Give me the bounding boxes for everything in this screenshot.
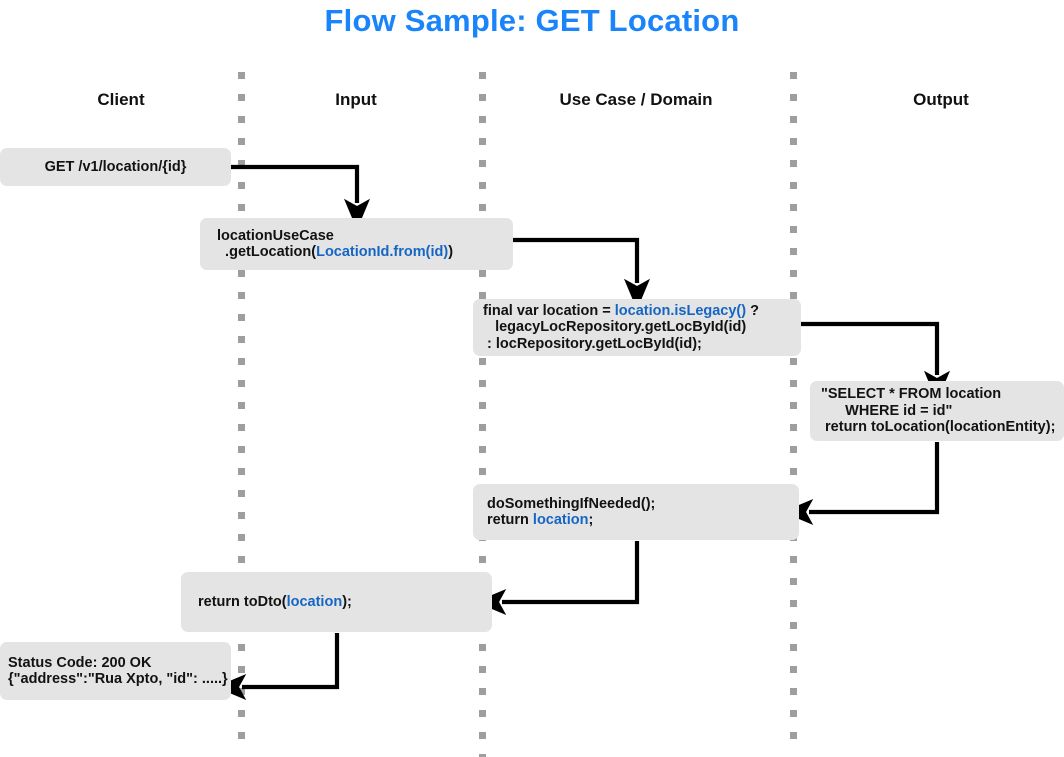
column-header-client: Client xyxy=(97,90,145,109)
code-text: locationUseCase xyxy=(217,227,334,244)
code-keyword: LocationId.from(id) xyxy=(316,244,449,260)
code-line: {"address":"Rua Xpto, "id": .....} xyxy=(8,671,231,688)
node-to-dto: return toDto(location); xyxy=(181,572,492,632)
code-line: return toDto(location); xyxy=(198,594,492,611)
code-text: return toLocation(locationEntity); xyxy=(821,419,1056,436)
code-text: Status Code: 200 OK xyxy=(8,654,152,671)
client-input-lifeline xyxy=(238,72,245,747)
code-line: WHERE id = id" xyxy=(821,403,1064,420)
code-line: final var location = location.isLegacy()… xyxy=(483,303,801,320)
code-text: .getLocation( xyxy=(217,244,317,260)
node-response: Status Code: 200 OK{"address":"Rua Xpto,… xyxy=(0,642,231,700)
code-line: locationUseCase xyxy=(217,228,513,245)
code-text: : locRepository.getLocById(id); xyxy=(483,335,702,352)
code-line: return location; xyxy=(487,512,799,529)
code-text: final var location = xyxy=(483,302,615,319)
code-text: return toDto( xyxy=(198,593,287,610)
arrow-domain-return xyxy=(475,541,640,616)
code-text: "SELECT * FROM location xyxy=(821,386,1002,403)
arrow-usecase-to-domain xyxy=(513,237,651,310)
arrow-repository-return xyxy=(782,442,940,526)
usecase-output-lifeline xyxy=(790,72,797,747)
code-text: WHERE id = id" xyxy=(821,402,953,419)
code-line: : locRepository.getLocById(id); xyxy=(483,336,801,353)
arrow-request-to-usecase xyxy=(231,164,371,230)
node-domain-logic: final var location = location.isLegacy()… xyxy=(473,299,801,356)
node-request: GET /v1/location/{id} xyxy=(0,148,231,186)
code-keyword: location xyxy=(532,512,589,528)
page-title: Flow Sample: GET Location xyxy=(324,3,740,38)
input-usecase-lifeline xyxy=(479,72,486,757)
code-text: return xyxy=(487,512,533,528)
node-repository: "SELECT * FROM location WHERE id = id" r… xyxy=(810,381,1064,441)
code-text: ; xyxy=(588,512,594,528)
column-header-output: Output xyxy=(913,90,969,109)
column-header-input: Input xyxy=(335,90,377,109)
arrow-dto-to-response xyxy=(215,633,340,701)
arrow-domain-to-repository xyxy=(801,321,951,402)
code-keyword: location xyxy=(286,593,343,610)
node-use-case-call: locationUseCase .getLocation(LocationId.… xyxy=(200,218,513,270)
code-text: {"address":"Rua Xpto, "id": .....} xyxy=(8,671,228,687)
code-line: return toLocation(locationEntity); xyxy=(821,419,1064,436)
code-text: doSomethingIfNeeded(); xyxy=(487,495,656,512)
node-post-process: doSomethingIfNeeded();return location; xyxy=(473,484,799,540)
code-text: GET /v1/location/{id} xyxy=(44,158,187,175)
column-header-use-case: Use Case / Domain xyxy=(559,90,713,109)
code-line: GET /v1/location/{id} xyxy=(45,159,187,176)
code-line: "SELECT * FROM location xyxy=(821,386,1064,403)
code-text: ); xyxy=(342,593,352,610)
code-text: ? xyxy=(746,302,759,319)
code-line: .getLocation(LocationId.from(id)) xyxy=(217,244,513,261)
code-text: ) xyxy=(448,244,454,260)
code-keyword: location.isLegacy() xyxy=(614,302,747,319)
code-line: doSomethingIfNeeded(); xyxy=(487,496,799,513)
code-line: Status Code: 200 OK xyxy=(8,655,231,672)
code-text: legacyLocRepository.getLocById(id) xyxy=(483,319,747,336)
code-line: legacyLocRepository.getLocById(id) xyxy=(483,319,801,336)
